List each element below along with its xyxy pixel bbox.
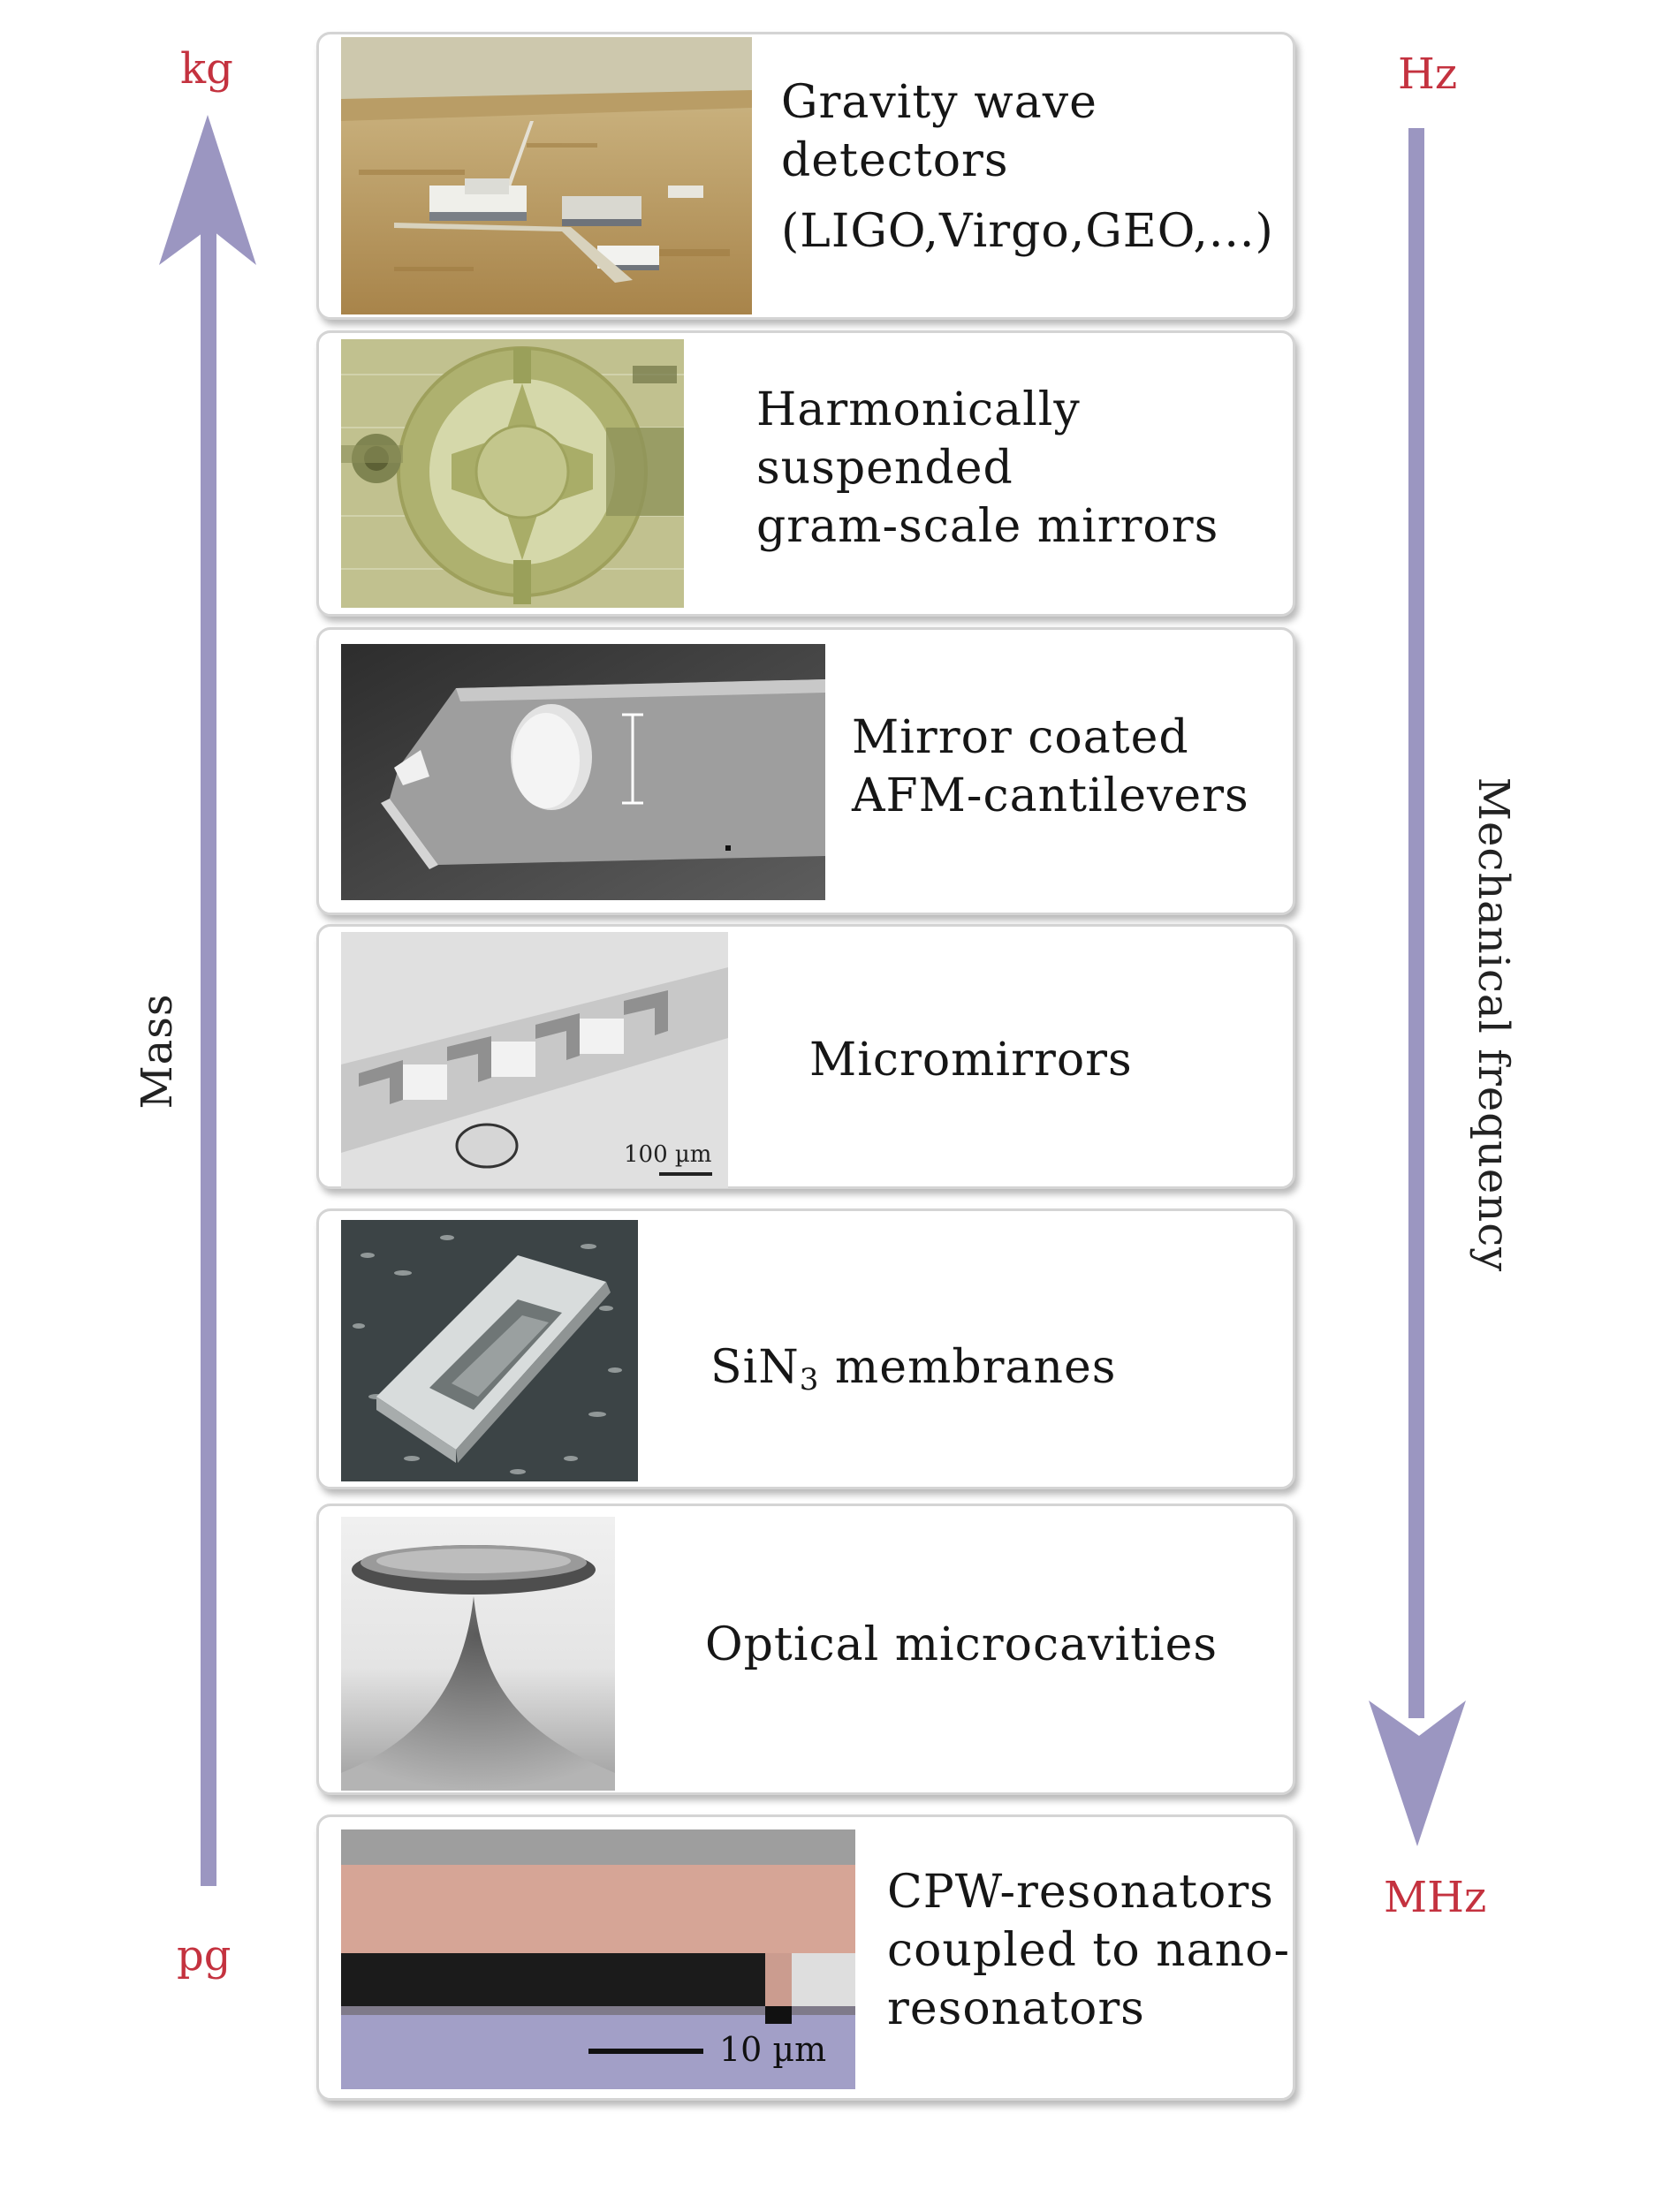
frequency-top-unit: Hz [1398,49,1458,99]
afm-caption: Mirror coated AFM-cantilevers [852,711,1249,822]
frequency-arrow [1369,128,1466,1846]
panel-gravity-wave-detectors: Gravity wave detectors (LIGO,Virgo,GEO,.… [316,32,1295,320]
panel-afm-cantilevers: Mirror coated AFM-cantilevers [316,627,1295,915]
gravity-caption: Gravity wave detectors (LIGO,Virgo,GEO,.… [781,76,1274,258]
panel-micromirrors: 100 µm Micromirrors [316,924,1295,1189]
membrane-sem-image-icon [341,1220,638,1481]
micromirrors-caption: Micromirrors [809,1034,1133,1087]
mass-arrow [159,115,256,1886]
microcavities-caption: Optical microcavities [705,1618,1218,1671]
cpw-resonator-image-icon: 10 µm [341,1829,855,2089]
suspended-mirror-photo-icon [341,339,684,608]
mass-top-unit: kg [180,44,233,94]
membranes-caption: SiN3 membranes [710,1341,1117,1398]
cantilever-sem-image-icon [341,644,825,900]
panel-optical-microcavities: Optical microcavities [316,1504,1295,1795]
cpw-caption: CPW-resonators coupled to nano- resonato… [887,1866,1291,2035]
observatory-photo-icon [341,37,752,314]
micromirror-sem-image-icon: 100 µm [341,932,728,1188]
panel-suspended-mirrors: Harmonically suspended gram-scale mirror… [316,330,1295,617]
frequency-axis-label: Mechanical frequency [1469,776,1518,1273]
panel-cpw-resonators: 10 µm CPW-resonators coupled to nano- re… [316,1814,1295,2101]
frequency-bottom-unit: MHz [1384,1873,1487,1922]
microtoroid-sem-image-icon [341,1517,615,1791]
cpw-scalebar-text: 10 µm [719,2030,826,2069]
mass-bottom-unit: pg [177,1931,232,1981]
harmonic-caption: Harmonically suspended gram-scale mirror… [756,383,1219,553]
panel-sin-membranes: SiN3 membranes [316,1208,1295,1489]
micromirror-scalebar-text: 100 µm [624,1141,711,1168]
mass-axis-label: Mass [133,993,182,1110]
